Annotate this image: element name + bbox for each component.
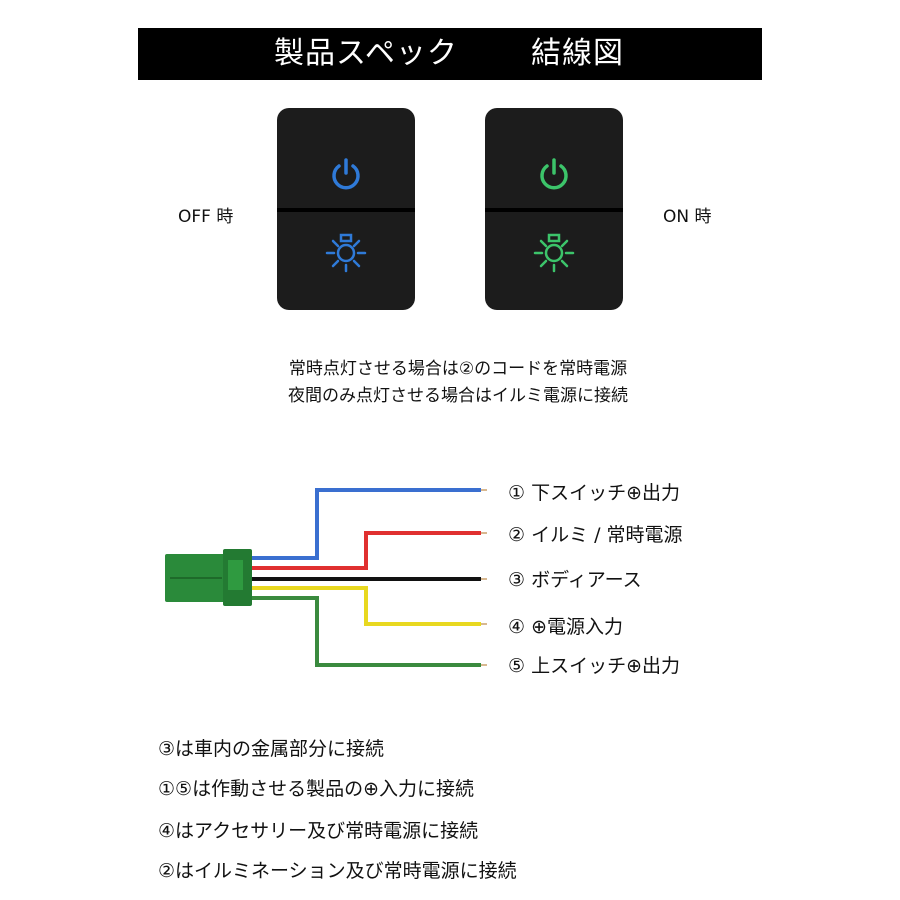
- power-icon: [332, 158, 360, 190]
- spec-title: 製品スペック: [274, 36, 458, 71]
- wiring-title: 結線図: [531, 36, 624, 71]
- connector: [165, 549, 252, 606]
- light-icon: [533, 233, 575, 273]
- wire-1-blue: [252, 488, 481, 560]
- wire-2-red: [252, 531, 481, 570]
- wire-label-2: ② イルミ / 常時電源: [508, 524, 683, 546]
- bottom-note-3: ④はアクセサリー及び常時電源に接続: [158, 820, 479, 842]
- switch-on: [485, 108, 623, 310]
- header-bar: 製品スペック 結線図: [138, 28, 762, 80]
- wire-4-yellow: [252, 586, 481, 626]
- bottom-note-2: ①⑤は作動させる製品の⊕入力に接続: [158, 778, 474, 800]
- wire-label-4: ④ ⊕電源入力: [508, 616, 623, 638]
- wire-label-1: ① 下スイッチ⊕出力: [508, 482, 680, 504]
- wire-5-green: [252, 596, 481, 667]
- light-icon: [325, 233, 367, 273]
- switch-off: [277, 108, 415, 310]
- power-icon: [540, 158, 568, 190]
- wire-label-3: ③ ボディアース: [508, 569, 642, 591]
- wire-label-5: ⑤ 上スイッチ⊕出力: [508, 655, 680, 677]
- off-state-label: OFF 時: [178, 207, 234, 227]
- on-state-label: ON 時: [663, 207, 712, 227]
- bottom-note-1: ③は車内の金属部分に接続: [158, 738, 385, 760]
- note-line-2: 夜間のみ点灯させる場合はイルミ電源に接続: [288, 386, 628, 406]
- note-line-1: 常時点灯させる場合は②のコードを常時電源: [288, 359, 628, 379]
- bottom-note-4: ②はイルミネーション及び常時電源に接続: [158, 860, 517, 882]
